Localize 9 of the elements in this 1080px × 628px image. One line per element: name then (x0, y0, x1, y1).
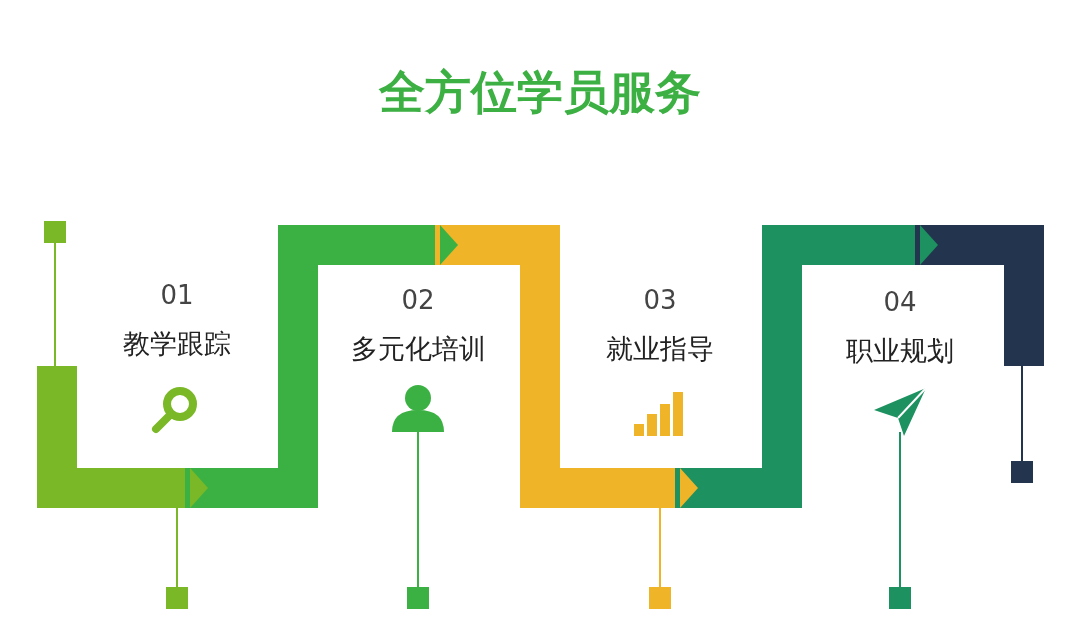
step-title: 就业指导 (606, 332, 714, 366)
step-title: 多元化培训 (350, 332, 486, 366)
step-title: 教学跟踪 (123, 327, 231, 361)
step-title: 职业规划 (846, 334, 954, 368)
step-number: 02 (401, 284, 435, 317)
title: 全方位学员服务 (379, 65, 701, 119)
step-number: 04 (883, 286, 917, 319)
step-number: 01 (160, 279, 194, 312)
step-number: 03 (643, 284, 677, 317)
